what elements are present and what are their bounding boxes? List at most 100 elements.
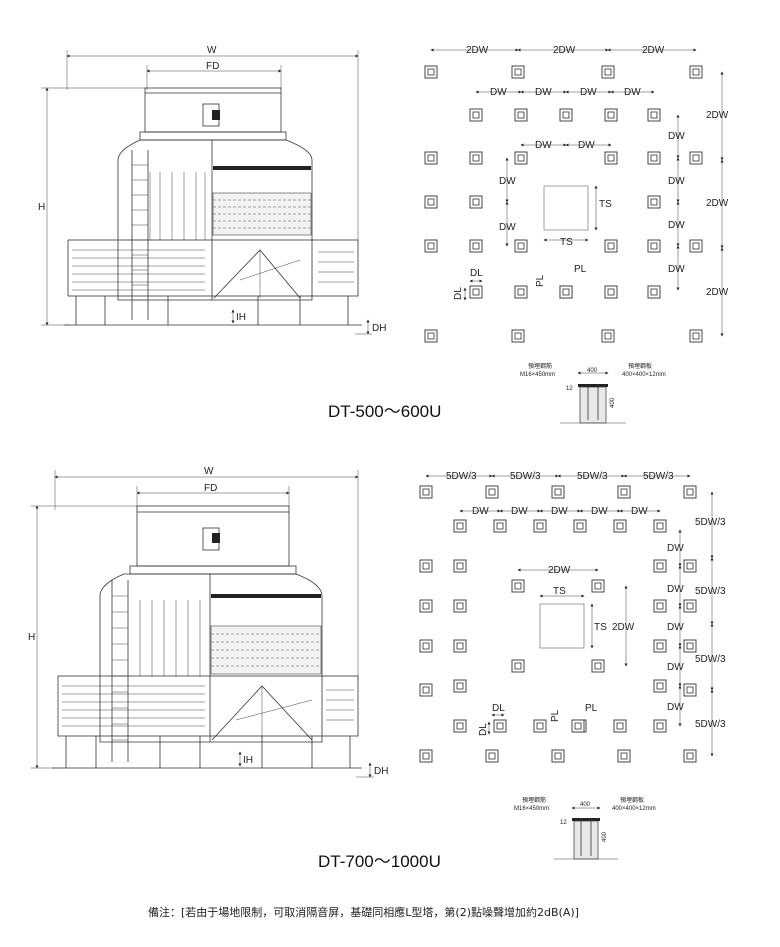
top-model-title: DT-500～600U — [328, 402, 441, 421]
bottom-foundation-pad-plate — [536, 722, 544, 730]
bottom-foundation-pad-plate — [576, 522, 584, 530]
bottom-foundation-pad-plate — [554, 752, 562, 760]
bottom-foundation-pad-plate — [616, 522, 624, 530]
bottom-foundation-pad-plate — [594, 662, 602, 670]
bottom-foundation-pad-plate — [514, 662, 522, 670]
bottom-foundation-pad-plate — [656, 642, 664, 650]
bottom-h400: 400 — [602, 831, 608, 842]
top-foundation-pad-plate — [517, 288, 525, 296]
top-foundation-pad-plate — [650, 242, 658, 250]
top-dim-dw-v5: DW — [499, 176, 516, 187]
top-dim-2dw-v3: 2DW — [706, 287, 729, 298]
bottom-bolt-label: 預埋鋼筋 — [522, 796, 546, 804]
bottom-dim-5dw3-1: 5DW/3 — [446, 471, 477, 482]
bottom-foundation-pad-plate — [574, 722, 582, 730]
bottom-foundation-pad-plate — [456, 602, 464, 610]
top-dim-dw-v3: DW — [668, 220, 685, 231]
bottom-foundation-pad-plate — [686, 642, 694, 650]
top-plan-dims: 2DW 2DW 2DW DW DW DW DW DW DW 2DW 2DW 2D… — [430, 45, 729, 337]
bottom-dim-dw-5: DW — [631, 506, 648, 517]
top-foundation-pad-plate — [562, 288, 570, 296]
bottom-foundation-pad-plate — [488, 488, 496, 496]
top-foundation-pad-plate — [472, 288, 480, 296]
bottom-foundation-plan — [419, 485, 697, 763]
top-foundation-pad-plate — [517, 242, 525, 250]
bottom-plate-label: 預埋鋼板 — [620, 796, 644, 804]
bottom-foundation-pad-plate — [422, 686, 430, 694]
top-foundation-pad-plate — [472, 242, 480, 250]
bottom-dim-5dw3-v3: 5DW/3 — [695, 654, 726, 665]
top-foundation-plan — [424, 65, 703, 343]
top-dim-2dw-v1: 2DW — [706, 110, 729, 121]
top-dim-dw-v4: DW — [668, 264, 685, 275]
top-foundation-pad-plate — [607, 154, 615, 162]
top-dl-label-v: DL — [453, 287, 464, 300]
top-dim-dw-6: DW — [578, 140, 595, 151]
top-foundation-pad-plate — [514, 68, 522, 76]
top-elevation: W FD H — [38, 45, 386, 335]
bottom-foundation-pad-plate — [456, 642, 464, 650]
top-foundation-pad-plate — [692, 154, 700, 162]
bottom-foundation-pad-plate — [488, 752, 496, 760]
top-foundation-pad-plate — [650, 198, 658, 206]
bottom-t12: 12 — [560, 820, 567, 826]
bottom-h-label: H — [28, 632, 35, 643]
top-dim-dw-1: DW — [490, 87, 507, 98]
bottom-dl-label: DL — [492, 703, 505, 714]
top-foundation-pad-plate — [472, 154, 480, 162]
top-dim-dw-5: DW — [535, 140, 552, 151]
bottom-dim-2dw-h: 2DW — [548, 565, 571, 576]
bottom-foundation-pad-plate — [616, 722, 624, 730]
bottom-foundation-pad-plate — [656, 722, 664, 730]
bottom-foundation-pad-plate — [686, 488, 694, 496]
bottom-foundation-pad-plate — [422, 752, 430, 760]
bottom-dim-5dw3-v4: 5DW/3 — [695, 719, 726, 730]
bottom-foundation-pad-plate — [536, 522, 544, 530]
top-foundation-pad-plate — [427, 242, 435, 250]
bottom-ih-label: IH — [243, 755, 253, 766]
top-ts-h: TS — [560, 237, 573, 248]
top-foundation-pad-plate — [472, 198, 480, 206]
top-dim-dw-4: DW — [624, 87, 641, 98]
top-foundation-pad-plate — [604, 68, 612, 76]
bottom-foundation-pad-plate — [456, 562, 464, 570]
bottom-foundation-pad-plate — [496, 722, 504, 730]
top-fd-label: FD — [206, 61, 219, 72]
bottom-foundation-pad-plate — [594, 582, 602, 590]
top-foundation-pad-plate — [607, 111, 615, 119]
bottom-dim-5dw3-3: 5DW/3 — [577, 471, 608, 482]
bottom-dim-dw-v2: DW — [667, 584, 684, 595]
bottom-foundation-pad-plate — [620, 752, 628, 760]
bottom-foundation-pad-plate — [686, 562, 694, 570]
top-ih-label: IH — [236, 312, 246, 323]
bottom-dim-dw-3: DW — [551, 506, 568, 517]
bottom-foundation-pad-plate — [656, 562, 664, 570]
top-dim-2dw-1: 2DW — [466, 45, 489, 56]
bottom-foundation-pad-plate — [422, 602, 430, 610]
top-ts-v: TS — [599, 199, 612, 210]
bottom-dh-label: DH — [374, 766, 388, 777]
bottom-foundation-pad-plate — [686, 686, 694, 694]
bottom-pl-label: PL — [585, 703, 598, 714]
bottom-ts-v: TS — [594, 622, 607, 633]
top-w400: 400 — [587, 368, 598, 374]
bottom-foundation-pad-plate — [456, 522, 464, 530]
top-pl-label-v: PL — [535, 274, 546, 287]
top-dh-label: DH — [372, 323, 386, 334]
top-bolt-size: M16×450mm — [520, 372, 555, 378]
top-bolt-label: 預埋鋼筋 — [528, 362, 552, 370]
bottom-foundation-pad-plate — [422, 488, 430, 496]
bottom-foundation-pad-plate — [686, 752, 694, 760]
bottom-foundation-pad-plate — [656, 602, 664, 610]
bottom-foundation-pad-plate — [456, 682, 464, 690]
top-foundation-pad-plate — [692, 332, 700, 340]
bottom-foundation-pad-plate — [656, 682, 664, 690]
top-plate-size: 400×400×12mm — [622, 372, 666, 378]
top-foundation-pad-plate — [650, 111, 658, 119]
top-foundation-pad-plate — [607, 242, 615, 250]
bottom-anchor-detail: 預埋鋼筋 M16×450mm 預埋鋼板 400×400×12mm 400 12 … — [514, 796, 656, 860]
top-foundation-pad-plate — [472, 111, 480, 119]
bottom-ts-h: TS — [553, 586, 566, 597]
top-anchor-detail: 預埋鋼筋 M16×450mm 預埋鋼板 400×400×12mm 400 12 … — [520, 362, 666, 424]
